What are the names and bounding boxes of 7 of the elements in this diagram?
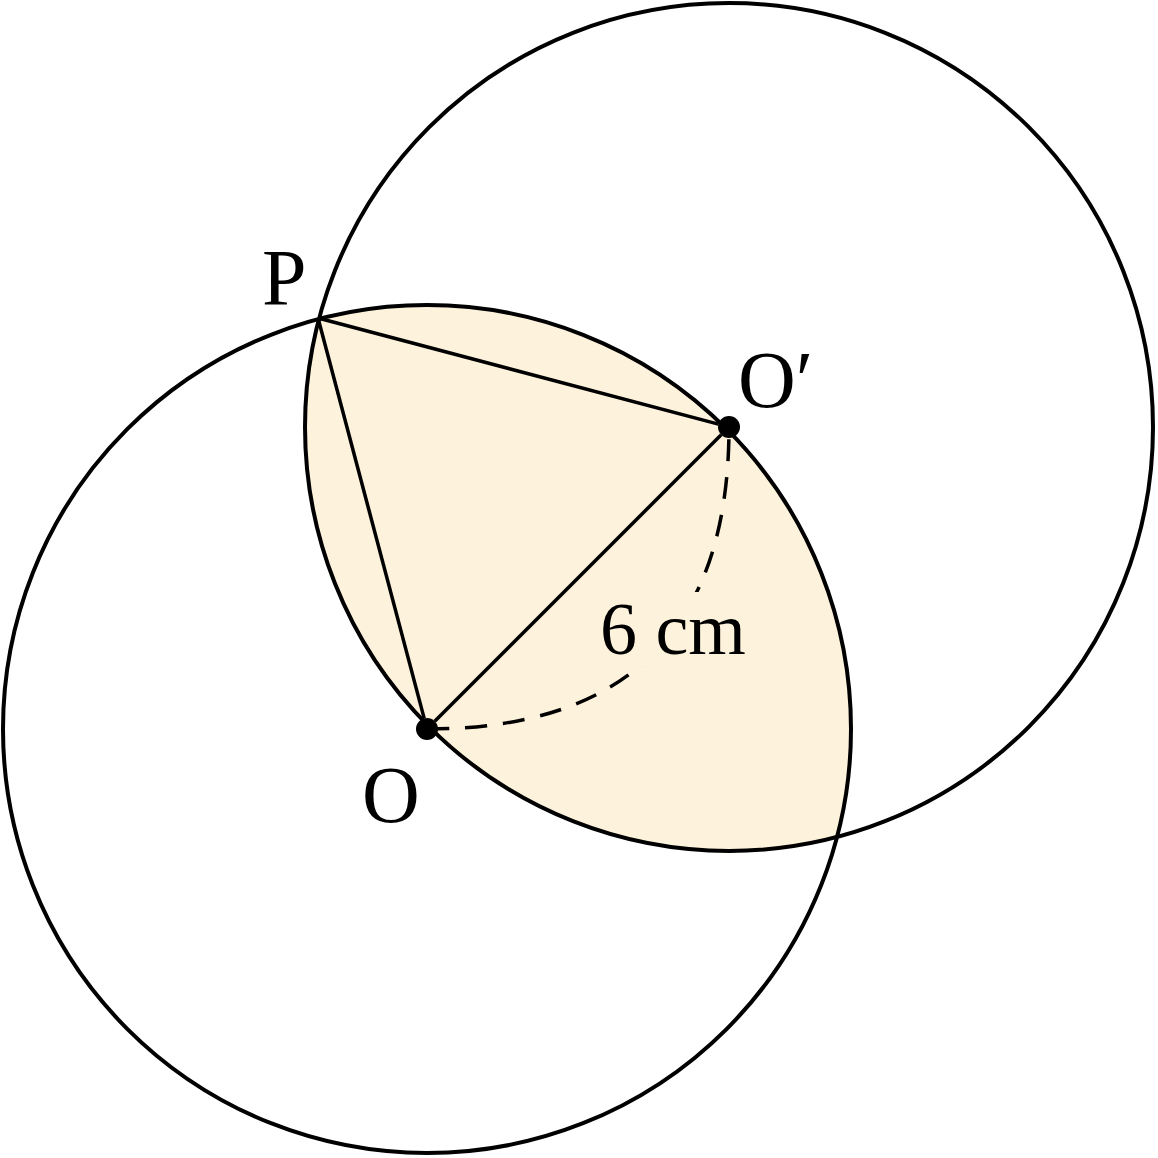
point-dot — [718, 416, 740, 438]
point-label: O′ — [738, 340, 814, 420]
line-segment — [316, 317, 426, 719]
point-dot — [416, 718, 438, 740]
point-label: P — [262, 238, 318, 318]
line-segment — [317, 316, 719, 426]
point-label: O — [362, 755, 420, 835]
